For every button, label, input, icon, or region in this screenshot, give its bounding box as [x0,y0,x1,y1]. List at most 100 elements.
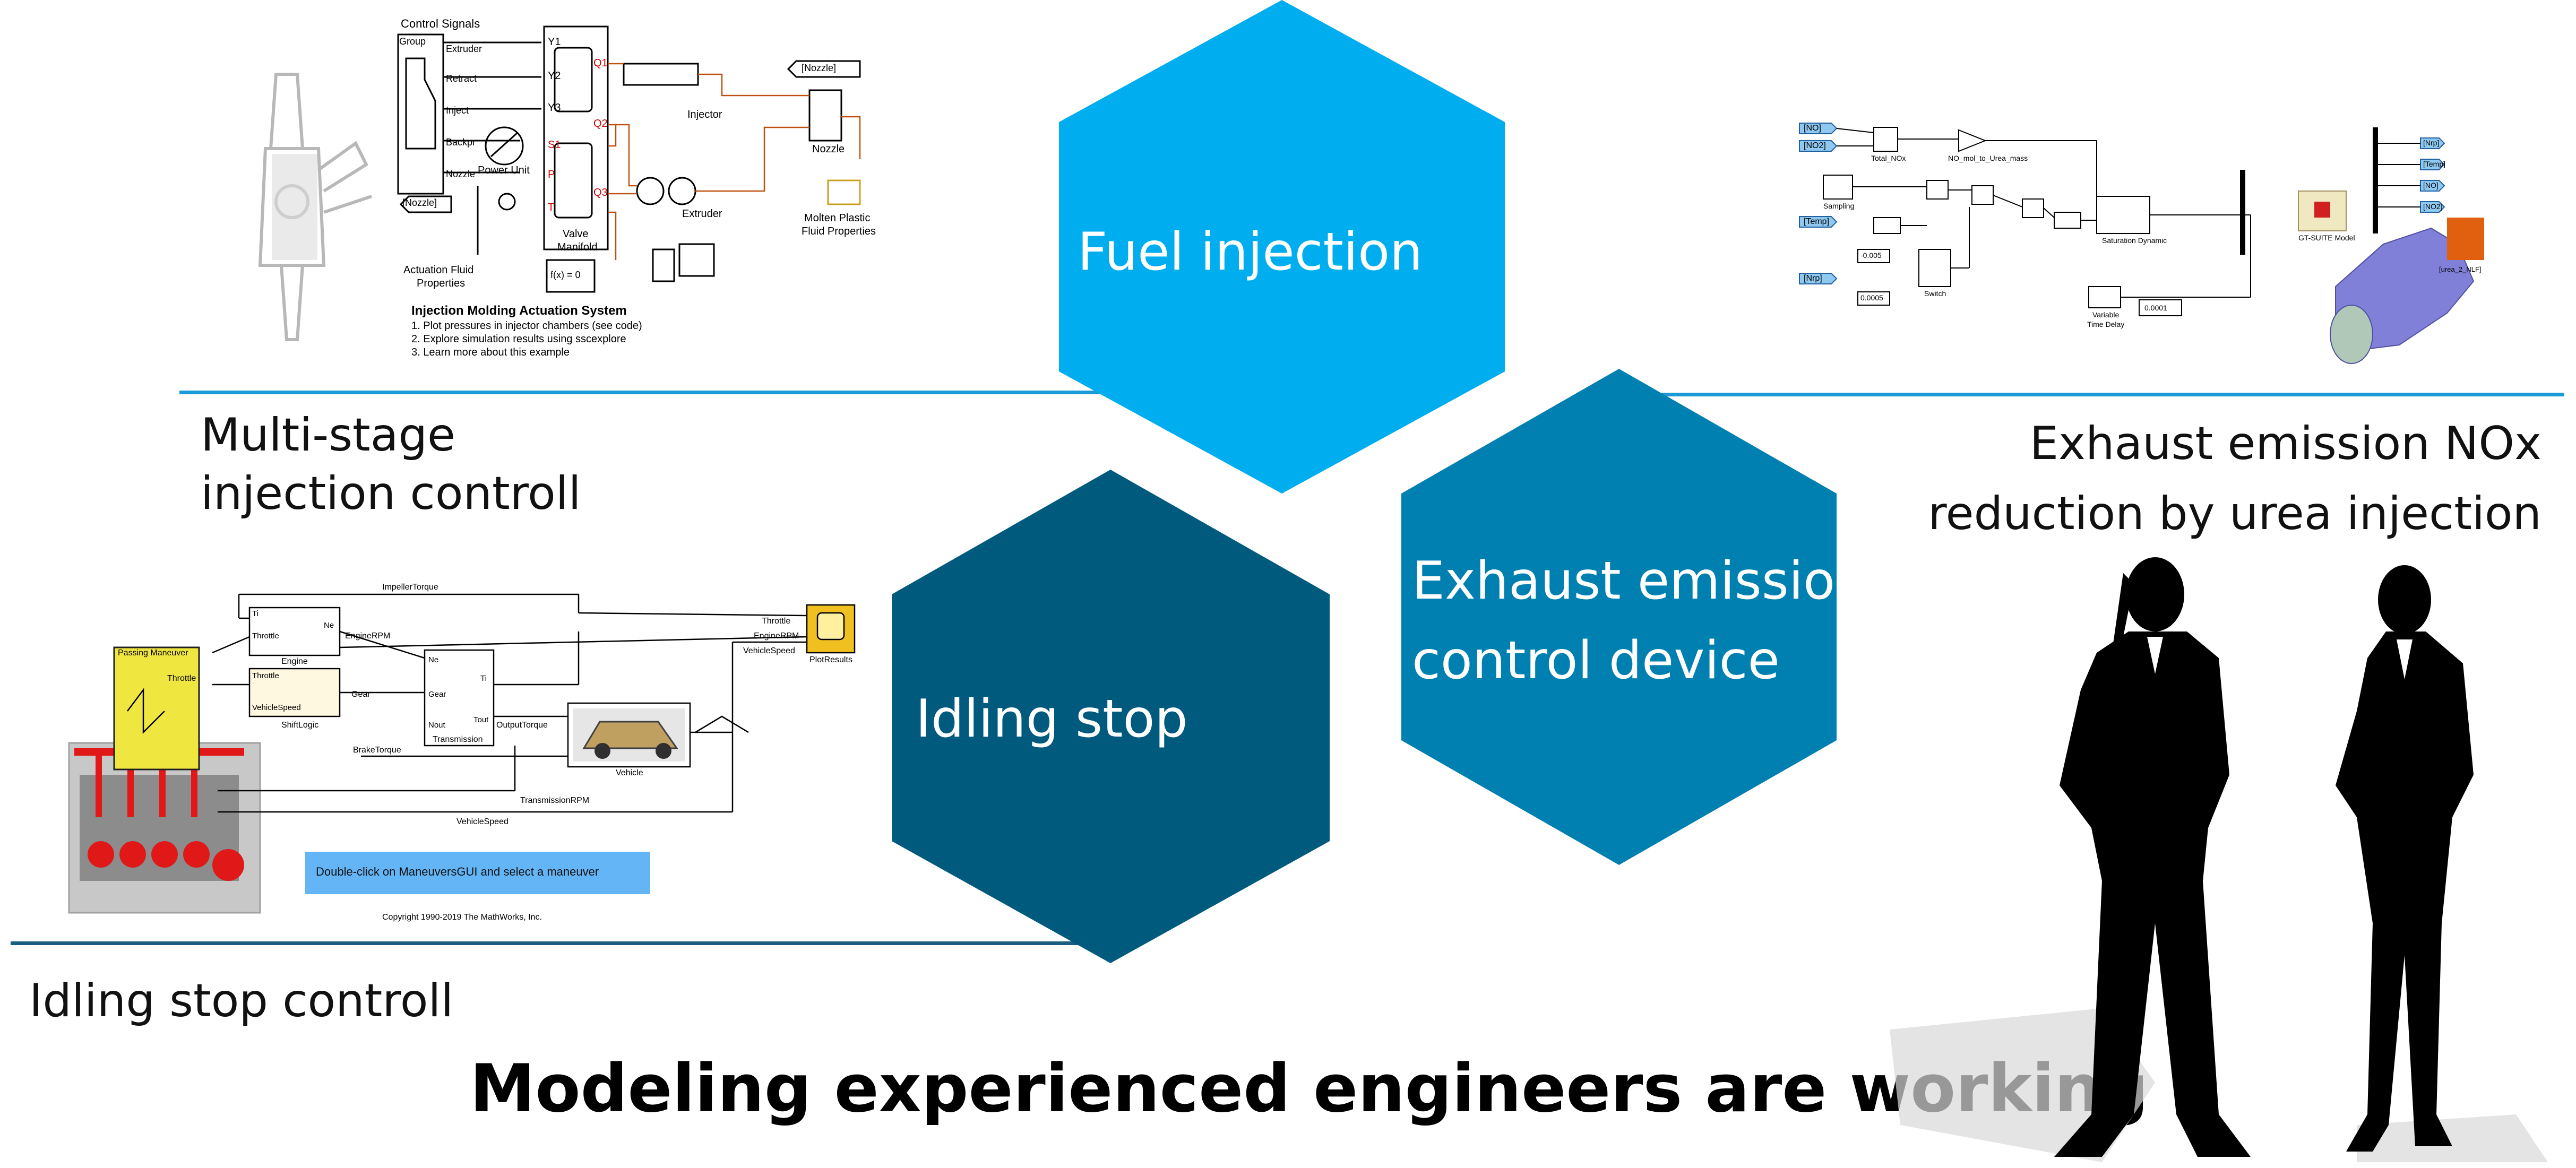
idl-maneuver-button[interactable]: Double-click on ManeuversGUI and select … [316,865,599,878]
idl-shift-logic: ShiftLogic [281,721,319,730]
urea-const-1: -0.005 [1860,251,1882,259]
inj-power-unit: Power Unit [478,165,530,176]
urea-const-2: 0.0005 [1860,293,1883,302]
idl-engine-throttle: Throttle [252,631,279,641]
urea-sampling: Sampling [1823,202,1855,210]
hexagon-fuel-label: Fuel injection [1078,222,1423,282]
caption-multistage-line2: injection controll [201,467,581,520]
inj-nozzle: Nozzle [812,143,845,155]
inj-output-y1: Y1 [548,36,561,48]
urea-saturation: Saturation Dynamic [2102,236,2167,245]
idl-engine-ne: Ne [324,621,334,630]
inj-group: Group [399,36,426,47]
idl-trans-nout: Nout [428,721,445,730]
idl-transmission: Transmission [433,735,483,744]
inj-port-s1: S1 [548,139,561,151]
urea-const-3: 0.0001 [2144,304,2167,312]
rule-top-right [1624,393,2564,396]
idl-brake: BrakeTorque [353,746,401,755]
urea-total-nox: Total_NOx [1871,154,1906,162]
inj-signal-retract: Retract [446,73,477,84]
idl-vehicle-speed-right: VehicleSpeed [743,646,795,655]
caption-multistage-line1: Multi-stage [201,409,455,462]
inj-control-signals: Control Signals [401,17,480,30]
idl-copyright: Copyright 1990-2019 The MathWorks, Inc. [382,913,542,922]
urea-switch: Switch [1924,289,1946,298]
idl-trans-rpm: TransmissionRPM [520,796,590,805]
inj-valve-2: Manifold [557,241,598,253]
inj-step-2: 2. Explore simulation results using ssce… [411,333,626,345]
urea-tag-right-urea: [urea_2_NLF] [2439,265,2482,273]
urea-tag-nrp: [Nrp] [1804,274,1822,283]
inj-signal-nozzle: Nozzle [446,169,476,179]
inj-step-3: 3. Learn more about this example [411,347,570,358]
idl-impeller: ImpellerTorque [382,583,438,592]
idl-vehicle-speed: VehicleSpeed [456,817,509,826]
inj-extruder: Extruder [682,208,722,220]
idl-vehicle-speed-in: VehicleSpeed [252,703,301,712]
idl-engine-ti: Ti [252,609,259,618]
headline: Modeling experienced engineers are worki… [470,1051,2149,1127]
inj-molten-2: Fluid Properties [802,226,876,237]
caption-idling: Idling stop controll [29,974,454,1027]
idl-trans-ti: Ti [480,674,487,683]
urea-delay-1: Variable [2092,310,2120,319]
inj-fx: f(x) = 0 [550,270,581,280]
idl-vehicle: Vehicle [616,768,643,777]
inj-title: Injection Molding Actuation System [411,304,627,318]
hexagon-idling-stop [892,470,1330,963]
injection-molding-diagram: Control Signals Group Extruder Retract I… [393,11,892,371]
idl-passing: Passing Maneuver [118,648,188,657]
urea-gt-model: GT-SUITE Model [2298,233,2355,242]
inj-signal-extruder: Extruder [446,44,483,54]
idl-trans-tout: Tout [473,715,489,724]
urea-tag-no2: [NO2] [1804,141,1826,150]
urea-tag-temp: [Temp] [1804,217,1830,226]
inj-injector: Injector [687,109,722,120]
idl-engine: Engine [281,657,308,666]
hexagon-exhaust-label-line1: Exhaust emission [1412,551,1868,611]
caption-nox-line2: reduction by urea injection [1928,487,2541,540]
idl-throttle-out: Throttle [167,674,196,683]
inj-port-q1: Q1 [593,57,608,69]
inj-signal-inject: Inject [446,105,469,116]
idl-engine-rpm: EngineRPM [345,631,391,641]
inj-port-q2: Q2 [593,118,608,129]
inj-actuation-2: Properties [417,278,466,289]
inj-port-p: P [548,169,555,180]
hexagon-idling-label: Idling stop [916,689,1188,749]
inj-nozzle-tag-left: [Nozzle] [402,197,437,208]
idl-throttle-in: Throttle [252,671,279,680]
inj-nozzle-tag: [Nozzle] [802,63,837,73]
hexagon-exhaust-control [1401,369,1837,865]
idling-diagram: Passing Maneuver Throttle ImpellerTorque… [111,578,871,929]
caption-nox-line1: Exhaust emission NOx [2029,417,2541,470]
hexagon-fuel-injection [1059,0,1505,494]
inj-port-q3: Q3 [593,187,608,198]
urea-delay-2: Time Delay [2087,320,2125,328]
engine-image [68,742,261,914]
idl-trans-ne: Ne [428,655,439,664]
inj-signal-backpr: Backpr [446,137,476,148]
inj-actuation-1: Actuation Fluid [403,264,474,276]
idl-engine-rpm-right: EngineRPM [754,631,799,641]
urea-tag-right-no2: [NO2] [2423,202,2443,211]
idl-throttle-top: Throttle [762,617,791,626]
idl-trans-gear: Gear [428,690,446,699]
rule-top-left [179,391,1151,394]
urea-injection-diagram: [NO] [NO2] [Temp] [Nrp] Total_NOx NO_mol… [1794,111,2484,366]
idl-output-torque: OutputTorque [496,721,548,730]
inj-molten-1: Molten Plastic [804,212,871,224]
inj-output-y3: Y3 [548,102,561,114]
hexagon-exhaust-label-line2: control device [1412,630,1780,691]
idl-plot-results: PlotResults [809,655,852,664]
urea-tag-right-nrp: [Nrp] [2423,139,2440,147]
idl-gear: Gear [351,690,371,699]
inj-output-y2: Y2 [548,70,561,82]
inj-port-t: T [548,202,555,213]
urea-tag-right-no: [NO] [2423,181,2439,189]
inj-step-1: 1. Plot pressures in injector chambers (… [411,320,642,332]
urea-gain: NO_mol_to_Urea_mass [1948,154,2028,162]
inj-valve-1: Valve [563,228,589,240]
injector-image [258,73,372,341]
